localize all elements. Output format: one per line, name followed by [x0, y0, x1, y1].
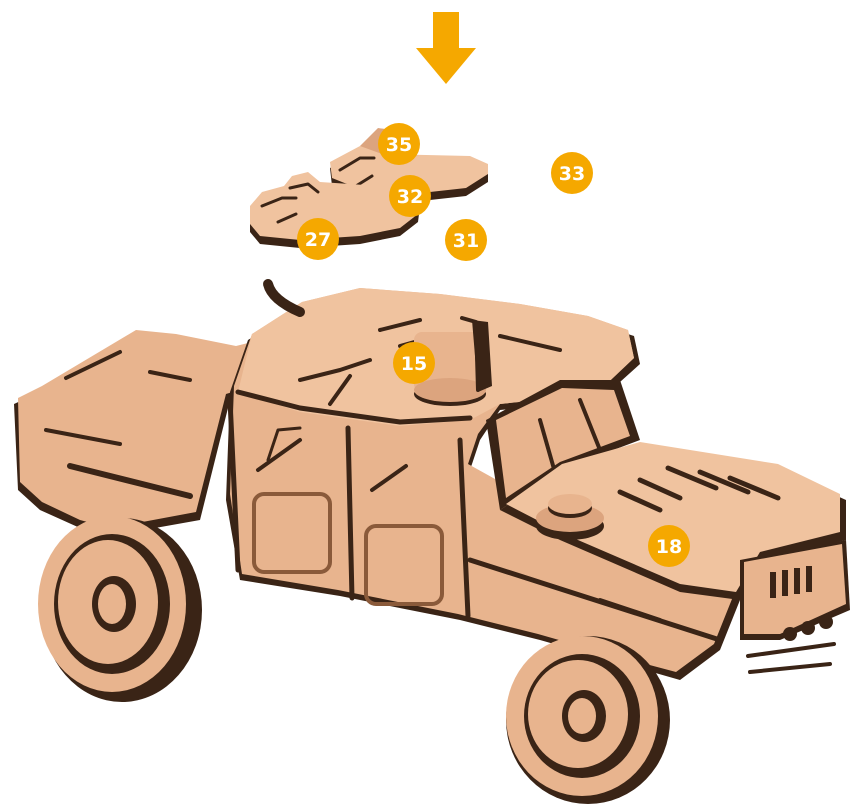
part-badge-27-label: 27: [305, 229, 331, 251]
part-badge-27: 27: [297, 218, 339, 260]
part-badge-33-label: 33: [559, 163, 585, 185]
rear-wheel: [38, 516, 202, 702]
down-arrow-icon: [416, 12, 476, 84]
part-badge-18: 18: [648, 525, 690, 567]
part-badge-15-label: 15: [401, 353, 427, 375]
part-badge-15: 15: [393, 342, 435, 384]
part-badge-35-label: 35: [386, 134, 412, 156]
part-badge-18-label: 18: [656, 536, 682, 558]
part-badge-32-label: 32: [397, 186, 423, 208]
part-badge-31-label: 31: [453, 230, 479, 252]
part-badge-31: 31: [445, 219, 487, 261]
part-badge-32: 32: [389, 175, 431, 217]
front-wheel: [506, 636, 670, 804]
part-badge-33: 33: [551, 152, 593, 194]
part-badge-35: 35: [378, 123, 420, 165]
